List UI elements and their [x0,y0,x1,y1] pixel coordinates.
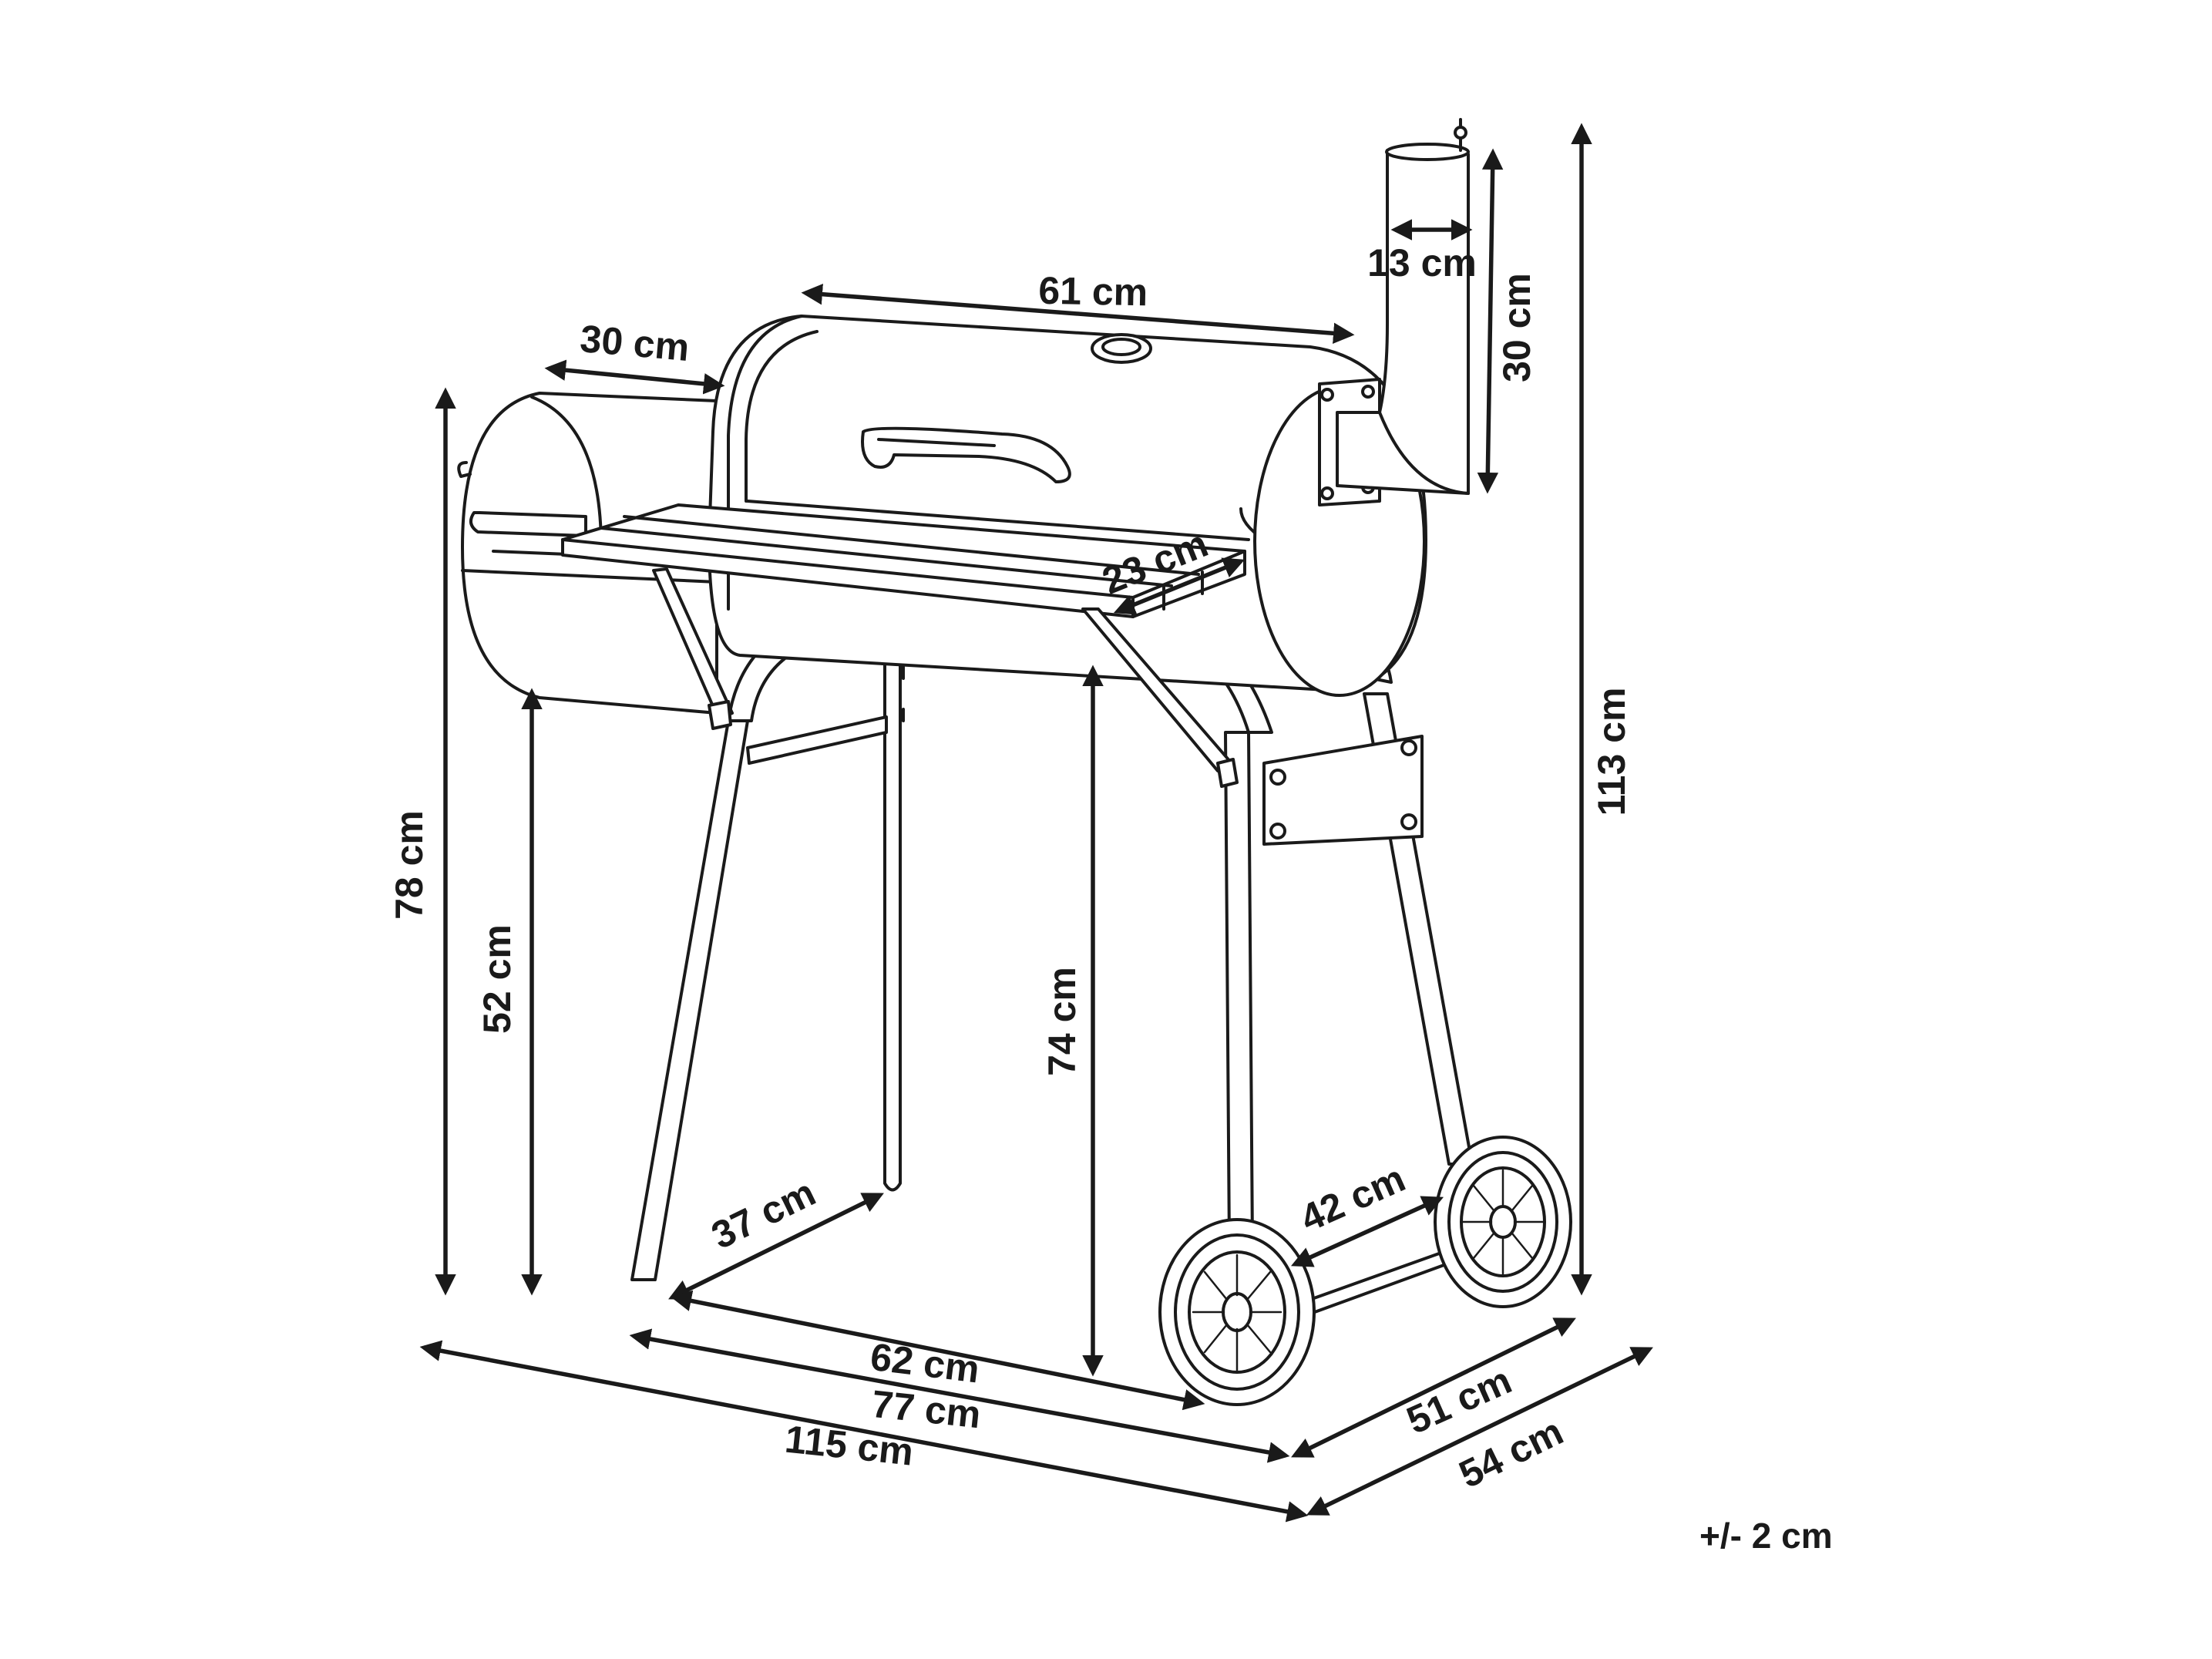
dim-line-61cm [801,283,1355,345]
label-chimney-diameter: 13 cm [1367,241,1477,284]
dim-line-42cm [1290,1196,1444,1267]
chimney [1336,118,1470,495]
grill-illustration [457,118,1572,1406]
label-wheel-spacing: 42 cm [1294,1156,1411,1240]
label-firebox-length: 30 cm [578,317,691,369]
dim-line-115cm [419,1340,1309,1523]
label-chimney-height: 30 cm [1495,273,1538,382]
dim-line-30cm-firebox [544,359,725,395]
label-shelf-height: 74 cm [1040,967,1084,1076]
label-chamber-length: 61 cm [1038,269,1148,314]
wheel-rear [1434,1136,1572,1308]
dimension-lines [419,123,1653,1523]
label-depth-total: 54 cm [1453,1409,1570,1496]
dim-line-30cm-chimney [1477,148,1504,494]
label-total-height: 113 cm [1590,688,1633,816]
dim-line-23cm [1113,557,1246,615]
label-firebox-top-height: 78 cm [388,810,431,920]
label-leg-depth: 37 cm [705,1170,822,1257]
cooking-chamber [708,315,1427,697]
front-shelf [561,503,1246,788]
dim-line-37cm [668,1193,884,1300]
label-depth-inner: 51 cm [1400,1358,1518,1442]
dim-line-54cm [1306,1347,1653,1516]
label-firebox-bottom-height: 52 cm [476,924,519,1034]
tolerance-note: +/- 2 cm [1699,1516,1833,1556]
wheel-front [1158,1218,1316,1406]
